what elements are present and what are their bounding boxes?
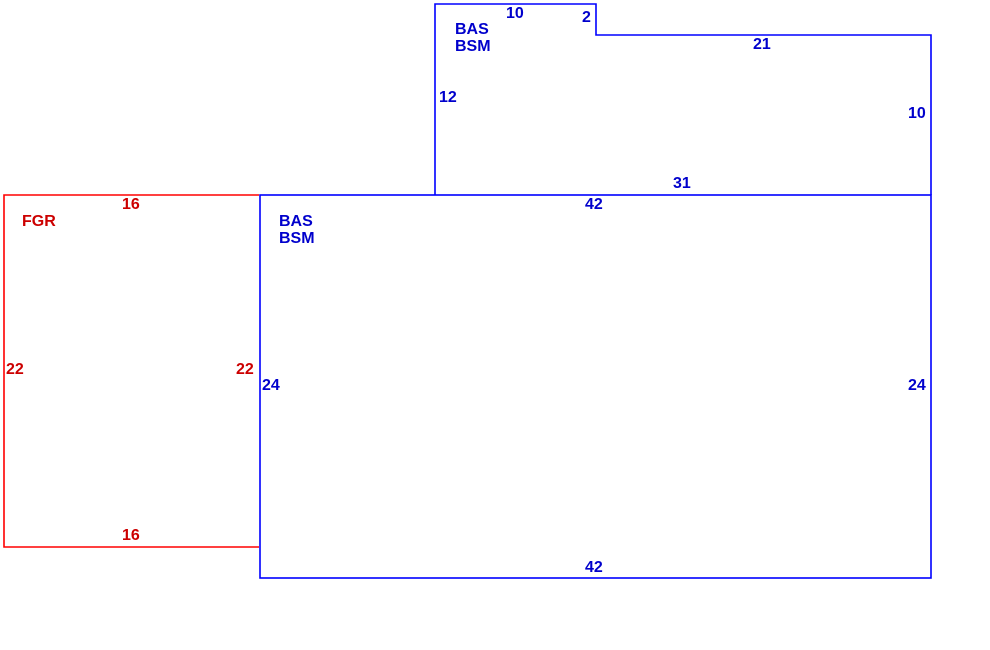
- main-area-outline: [259, 194, 932, 579]
- main-area-dim-left: 24: [262, 377, 280, 394]
- main-area-dim-bottom: 42: [585, 559, 603, 576]
- main-area-dim-right: 24: [908, 377, 926, 394]
- upper-area-code-1: BAS: [455, 21, 489, 38]
- garage-dim-left: 22: [6, 361, 24, 378]
- garage-dim-top: 16: [122, 196, 140, 213]
- main-area-dim-top: 42: [585, 196, 603, 213]
- upper-area-dim-left: 12: [439, 89, 457, 106]
- garage-outline: [3, 194, 259, 548]
- upper-area-dim-right: 10: [908, 105, 926, 122]
- upper-area-dim-top-right: 21: [753, 36, 771, 53]
- upper-area-dim-bottom: 31: [673, 175, 691, 192]
- main-area-code-1: BAS: [279, 213, 313, 230]
- garage-code: FGR: [22, 213, 56, 230]
- upper-area-outline: [434, 3, 932, 195]
- upper-area-dim-notch: 2: [582, 9, 591, 26]
- main-area-code-2: BSM: [279, 230, 315, 247]
- upper-area-code-2: BSM: [455, 38, 491, 55]
- garage-dim-right: 22: [236, 361, 254, 378]
- upper-area-dim-top-left: 10: [506, 5, 524, 22]
- garage-dim-bottom: 16: [122, 527, 140, 544]
